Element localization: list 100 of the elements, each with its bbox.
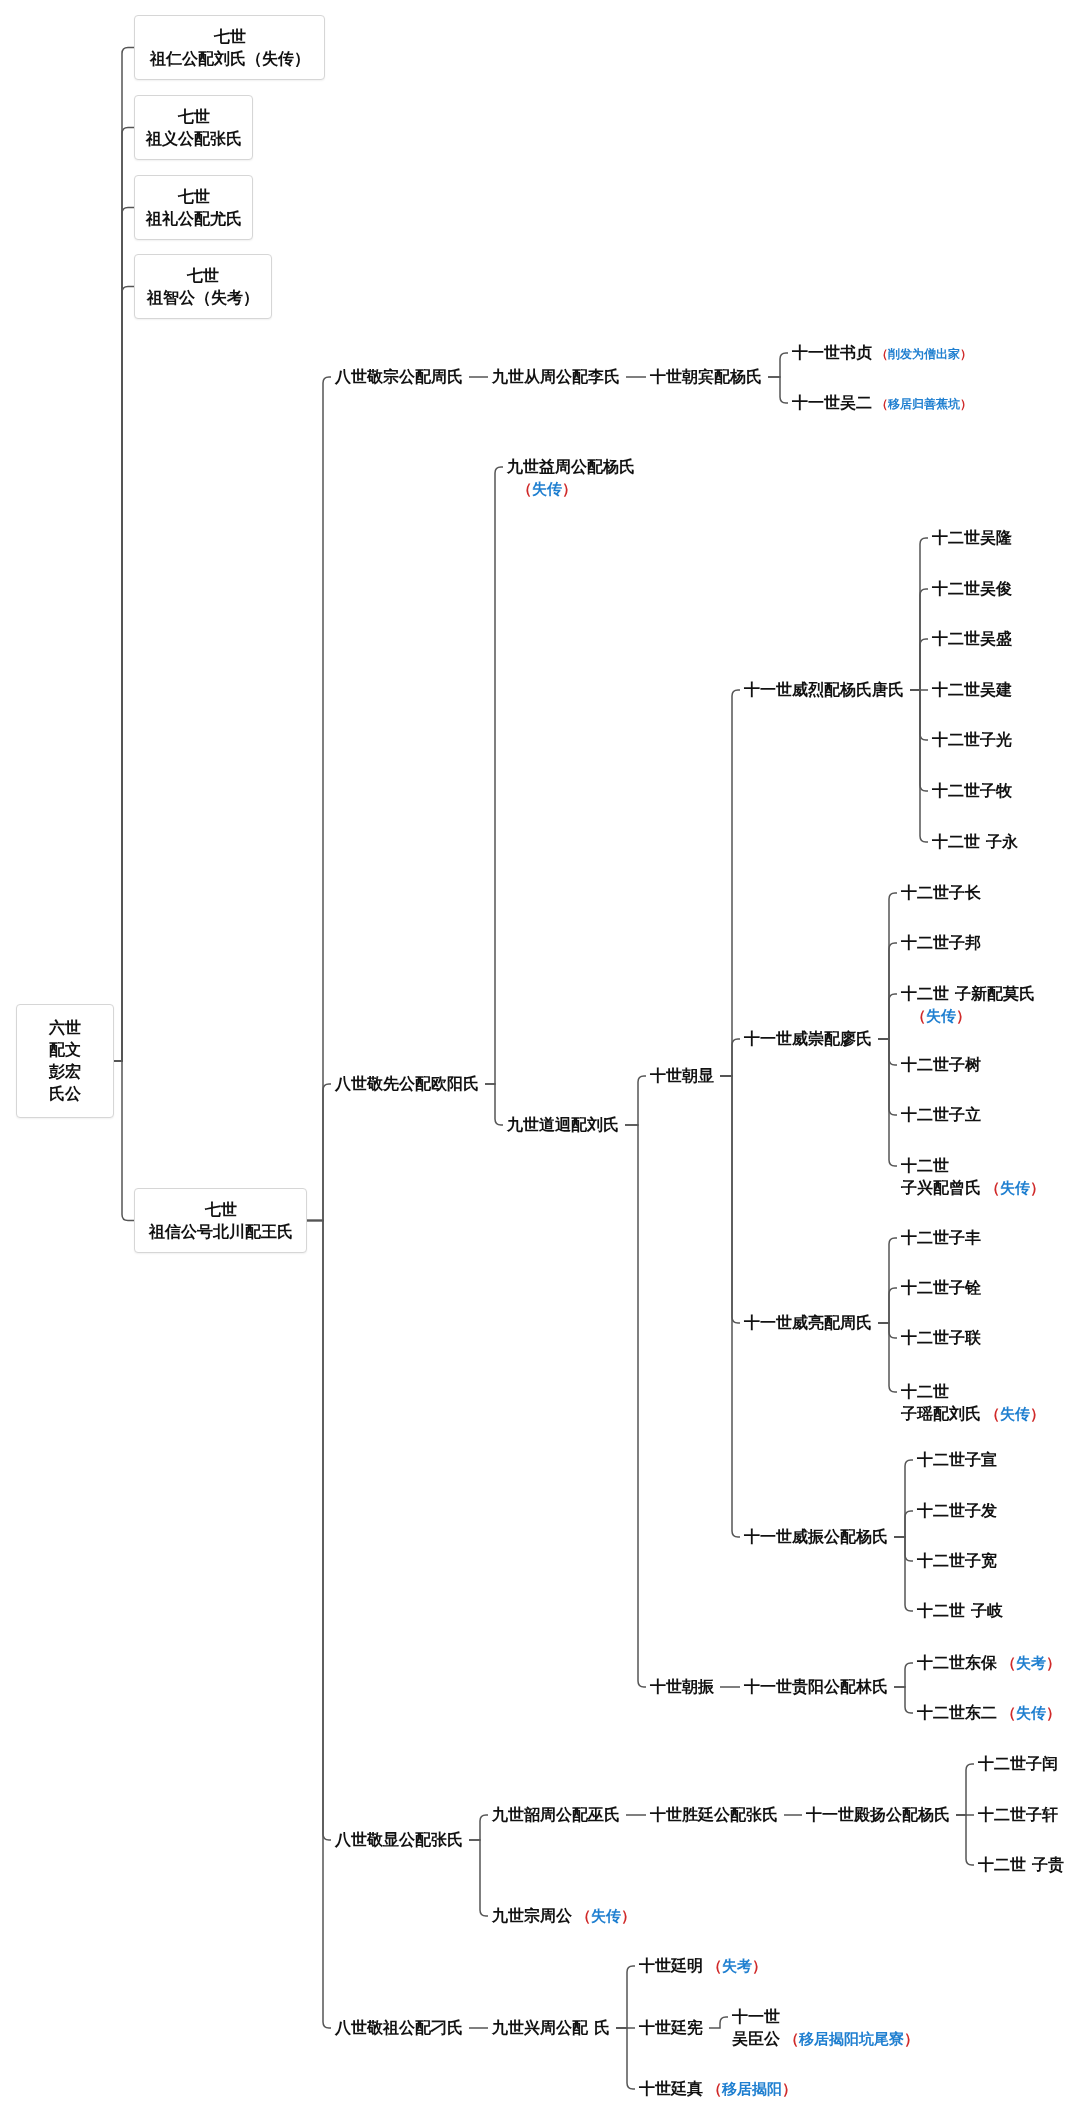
name-text: 十一世威振公配杨氏: [744, 1527, 888, 1546]
name-text: 七世: [177, 105, 210, 128]
name-text: 十二世子牧: [932, 781, 1012, 800]
name-text: 十二世吴俊: [932, 579, 1012, 598]
name-text: 十二世子联: [901, 1328, 981, 1347]
name-text: 十世廷宪: [639, 2018, 703, 2037]
person-box: [134, 15, 325, 80]
name-text: 十一世殿扬公配杨氏: [806, 1805, 950, 1824]
name-text: 十二世东保: [917, 1653, 997, 1672]
name-text: 十二世子长: [901, 883, 981, 902]
person-box: [134, 95, 253, 160]
tree-connector: [783, 1814, 803, 1816]
name-text: 十一世威烈配杨氏唐氏: [744, 680, 904, 699]
tree-connector: [306, 1219, 332, 2029]
name-text: 八世敬宗公配周氏: [335, 367, 463, 386]
tree-connector: [767, 376, 789, 404]
name-text: 十二世子闰: [978, 1754, 1058, 1773]
name-text: 十二世 子新配莫氏: [901, 984, 1035, 1003]
person-box: [134, 254, 272, 319]
name-text: 十二世吴盛: [932, 629, 1012, 648]
name-text: 十二世子立: [901, 1105, 981, 1124]
name-text: 祖礼公配尤氏: [145, 207, 242, 230]
name-text: 十二世吴隆: [932, 528, 1012, 547]
name-text: 十一世书贞: [792, 343, 872, 362]
name-text: 十一世威崇配廖氏: [744, 1029, 872, 1048]
tree-connector: [893, 1686, 914, 1714]
name-text: 十二世: [901, 1155, 950, 1177]
name-text: 子瑶配刘氏: [901, 1404, 981, 1423]
tree-connector: [708, 2016, 729, 2029]
tree-connector: [625, 376, 647, 378]
name-text: 十二世子宣: [917, 1450, 997, 1469]
name-text: 十二世 子岐: [917, 1601, 1003, 1620]
name-text: 七世: [213, 25, 246, 48]
tree-connector: [468, 376, 489, 378]
name-text: 十二世子发: [917, 1501, 997, 1520]
name-text: 祖智公（失考）: [147, 286, 259, 309]
name-text: 十一世: [732, 2006, 781, 2028]
tree-connector: [625, 1814, 647, 1816]
name-text: 十世朝显: [650, 1066, 714, 1085]
name-text: 十二世吴建: [932, 680, 1012, 699]
name-text: 十一世贵阳公配林氏: [744, 1677, 888, 1696]
name-text: 十二世 子贵: [978, 1855, 1064, 1874]
note-text: （移居归善蕉坑）: [875, 397, 972, 411]
note-text: （失传）: [984, 1405, 1045, 1423]
name-text: 十世廷明: [639, 1956, 703, 1975]
name-text: 七世: [177, 185, 210, 208]
name-text: 九世道迴配刘氏: [507, 1115, 619, 1134]
name-text: 九世益周公配杨氏: [507, 457, 635, 476]
name-text: 十二世: [901, 1381, 950, 1403]
tree-connector: [615, 2027, 636, 2090]
name-text: 十二世子光: [932, 730, 1012, 749]
name-text: 十一世吴二: [792, 393, 872, 412]
name-text: 七世: [204, 1198, 237, 1221]
name-text: 十二世子轩: [978, 1805, 1058, 1824]
name-text: 十世胜廷公配张氏: [650, 1805, 778, 1824]
name-text: 十世朝宾配杨氏: [650, 367, 762, 386]
tree-connector: [955, 1814, 975, 1866]
name-text: 祖仁公配刘氏（失传）: [149, 47, 310, 70]
note-text: （失传）: [516, 479, 578, 500]
name-text: 吴臣公: [732, 2029, 780, 2048]
note-text: （失传）: [1000, 1704, 1061, 1722]
name-text: 十世朝振: [650, 1677, 714, 1696]
person-box: [134, 1188, 307, 1253]
name-text: 十二世 子永: [932, 832, 1018, 851]
tree-connector: [909, 689, 929, 843]
name-text: 十世廷真: [639, 2079, 703, 2098]
name-text: 九世宗周公: [492, 1906, 572, 1925]
name-text: 八世敬祖公配刁氏: [335, 2018, 463, 2037]
name-text: 九世从周公配李氏: [492, 367, 620, 386]
tree-connector: [484, 1083, 504, 1126]
tree-connector: [893, 1536, 914, 1612]
note-text: （移居揭阳坑尾寮）: [783, 2030, 919, 2048]
note-text: （失考）: [1000, 1654, 1061, 1672]
name-text: 九世兴周公配 氏: [492, 2018, 610, 2037]
tree-connector: [468, 2027, 489, 2029]
name-text: 七世: [187, 264, 219, 287]
name-text: 祖信公号北川配王氏: [148, 1220, 293, 1243]
note-text: （失传）: [984, 1179, 1045, 1197]
person-box: [134, 175, 253, 240]
name-text: 八世敬显公配张氏: [335, 1830, 463, 1849]
person-box: [16, 1004, 114, 1118]
tree-connector: [624, 1124, 647, 1688]
tree-connector: [719, 1075, 741, 1538]
note-text: （失传）: [575, 1907, 636, 1925]
note-text: （失传）: [910, 1006, 972, 1027]
name-text: 子兴配曾氏: [901, 1178, 981, 1197]
name-text: 十二世子邦: [901, 933, 981, 952]
name-text: 九世韶周公配巫氏: [492, 1805, 620, 1824]
note-text: （削发为僧出家）: [875, 347, 972, 361]
name-text: 祖义公配张氏: [145, 127, 242, 150]
name-text: 六世配文彭宏氏公: [49, 1017, 81, 1105]
tree-connector: [719, 1686, 741, 1688]
name-text: 十二世子宽: [917, 1551, 997, 1570]
note-text: （移居揭阳）: [706, 2080, 797, 2098]
name-text: 十一世威亮配周氏: [744, 1313, 872, 1332]
name-text: 八世敬先公配欧阳氏: [335, 1074, 479, 1093]
name-text: 十二世东二: [917, 1703, 997, 1722]
note-text: （失考）: [706, 1957, 767, 1975]
tree-connector: [468, 1839, 489, 1917]
name-text: 十二世子铨: [901, 1278, 981, 1297]
